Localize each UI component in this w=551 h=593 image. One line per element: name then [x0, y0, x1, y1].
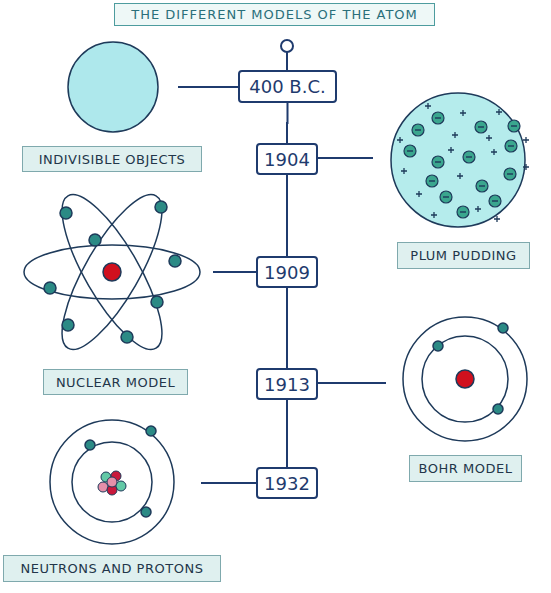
minus-sign	[429, 180, 435, 181]
date-text: 1932	[264, 473, 310, 494]
plus-sign	[401, 168, 407, 174]
solid-sphere	[68, 42, 158, 132]
minus-sign	[415, 129, 421, 130]
leader-line	[318, 382, 386, 384]
electron	[505, 140, 517, 152]
plus-sign	[460, 110, 466, 116]
electron	[489, 195, 501, 207]
plus-sign	[486, 135, 492, 141]
electron	[440, 191, 452, 203]
label-text: NEUTRONS AND PROTONS	[21, 561, 204, 576]
plus-sign	[494, 216, 500, 222]
leader-line	[201, 482, 256, 484]
minus-sign	[407, 150, 413, 151]
leader-line	[318, 157, 373, 159]
electron	[432, 112, 444, 124]
date-box: 400 B.C.	[238, 70, 337, 103]
plus-sign	[475, 206, 481, 212]
label-text: INDIVISIBLE OBJECTS	[39, 152, 186, 167]
electron	[457, 206, 469, 218]
minus-sign	[460, 211, 466, 212]
minus-sign	[507, 173, 513, 174]
date-text: 1904	[264, 149, 310, 170]
electron	[404, 145, 416, 157]
date-box: 1909	[256, 256, 318, 288]
plus-sign	[425, 103, 431, 109]
nuclear-atom	[24, 182, 200, 361]
minus-sign	[478, 126, 484, 127]
nucleon-atom	[50, 420, 174, 544]
date-text: 1913	[264, 374, 310, 395]
model-label: BOHR MODEL	[409, 455, 522, 482]
electron	[432, 156, 444, 168]
label-text: NUCLEAR MODEL	[56, 375, 175, 390]
timeline-segment	[286, 103, 289, 143]
electron	[426, 175, 438, 187]
date-box: 1913	[256, 368, 318, 400]
minus-sign	[466, 156, 472, 157]
date-box: 1932	[256, 467, 318, 499]
leader-line	[213, 271, 256, 273]
model-label: INDIVISIBLE OBJECTS	[22, 146, 202, 172]
electron	[504, 168, 516, 180]
plus-sign	[496, 109, 502, 115]
plum-pudding-sphere	[391, 93, 525, 227]
date-text: 1909	[264, 262, 310, 283]
electron	[476, 180, 488, 192]
electron	[508, 120, 520, 132]
label-text: BOHR MODEL	[419, 461, 513, 476]
timeline-segment	[286, 288, 288, 368]
date-text: 400 B.C.	[249, 76, 325, 97]
label-text: PLUM PUDDING	[410, 248, 516, 263]
timeline-segment	[286, 400, 288, 467]
bohr-atom	[403, 317, 527, 441]
minus-sign	[492, 200, 498, 201]
timeline-segment	[286, 52, 288, 70]
plus-sign	[491, 149, 497, 155]
minus-sign	[508, 145, 514, 146]
minus-sign	[511, 125, 517, 126]
plus-sign	[431, 212, 437, 218]
title-box: THE DIFFERENT MODELS OF THE ATOM	[114, 3, 435, 26]
model-label: PLUM PUDDING	[397, 242, 530, 269]
minus-sign	[479, 185, 485, 186]
electron	[475, 121, 487, 133]
timeline-segment	[286, 175, 288, 256]
model-label: NUCLEAR MODEL	[43, 369, 188, 395]
plus-sign	[397, 137, 403, 143]
model-label: NEUTRONS AND PROTONS	[3, 555, 221, 582]
minus-sign	[435, 117, 441, 118]
plus-sign	[523, 164, 529, 170]
plus-sign	[523, 137, 529, 143]
electron	[412, 124, 424, 136]
plus-sign	[416, 191, 422, 197]
plus-sign	[457, 173, 463, 179]
minus-sign	[435, 161, 441, 162]
electron	[463, 151, 475, 163]
title-text: THE DIFFERENT MODELS OF THE ATOM	[131, 7, 418, 22]
leader-line	[178, 86, 238, 88]
pudding-charges	[397, 103, 529, 222]
timeline-start	[281, 40, 293, 52]
minus-sign	[443, 196, 449, 197]
date-box: 1904	[256, 143, 318, 175]
plus-sign	[448, 147, 454, 153]
plus-sign	[452, 132, 458, 138]
